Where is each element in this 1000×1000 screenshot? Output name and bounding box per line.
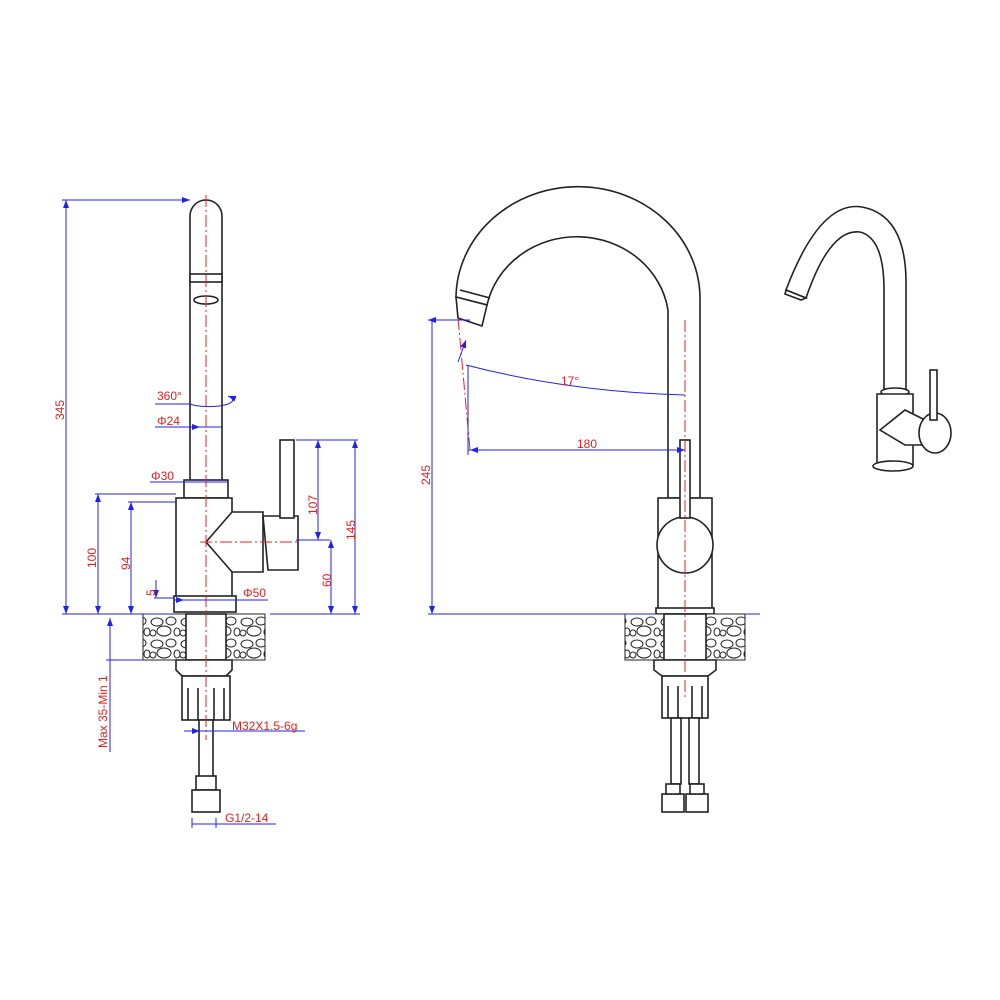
hose-nut — [191, 789, 221, 813]
side-view: 345 360° Φ24 Φ30 100 94 5 Φ50 107 145 60… — [53, 195, 360, 828]
dim-rotation: 360° — [157, 389, 182, 403]
dim-hose-thread: G1/2-14 — [225, 811, 269, 825]
dim-spout-height: 245 — [419, 465, 433, 485]
dim-lever-145: 145 — [344, 520, 358, 540]
dim-body-94: 94 — [119, 556, 133, 570]
dim-base-5: 5 — [144, 589, 158, 596]
cartridge — [204, 511, 264, 573]
perspective-view — [784, 205, 952, 472]
dim-handle-60: 60 — [320, 573, 334, 587]
dim-height-345: 345 — [53, 400, 67, 420]
perspective-spout — [784, 205, 907, 393]
dim-spout-reach: 180 — [577, 437, 597, 451]
dim-body-100: 100 — [85, 548, 99, 568]
base-ring — [173, 595, 237, 613]
dim-base-diameter: Φ50 — [243, 586, 266, 600]
dim-lever-107: 107 — [306, 495, 320, 515]
gooseneck-spout — [455, 185, 701, 499]
dim-counter-thickness: Max 35-Min 1 — [96, 675, 110, 748]
dim-collar-diameter: Φ30 — [151, 469, 174, 483]
spout-tip — [455, 295, 488, 328]
dim-shank-thread: M32X1.5-6g — [232, 719, 297, 733]
handle — [262, 515, 299, 571]
perspective-lever — [929, 369, 938, 421]
dim-spout-diameter: Φ24 — [157, 414, 180, 428]
lever — [279, 439, 295, 519]
lock-nut — [175, 659, 233, 677]
front-view: 17° 180 245 — [419, 185, 760, 813]
dim-spout-angle: 17° — [561, 374, 579, 388]
